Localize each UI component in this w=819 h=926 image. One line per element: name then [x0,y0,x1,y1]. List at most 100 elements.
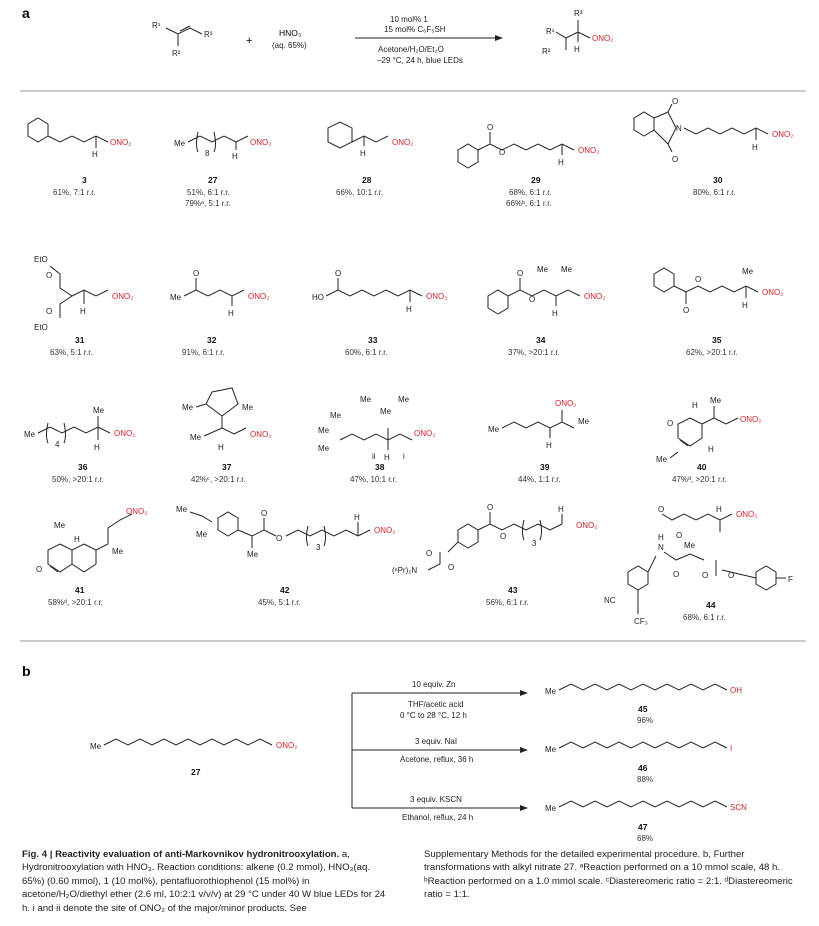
svg-text:HO: HO [312,293,324,302]
compound-yield: 44%, 1:1 r.r. [518,475,561,484]
svg-text:ONO₂: ONO₂ [126,507,147,516]
compound-id: 30 [713,175,723,185]
svg-text:EtO: EtO [34,255,48,264]
compound-id: 44 [706,600,716,610]
svg-text:NC: NC [604,596,616,605]
compound-43-structure: (ⁿPr)₂N O O O O 3 H ONO₂ [392,503,597,575]
svg-text:O: O [426,549,432,558]
compound-30-structure: O O N H ONO₂ [633,97,793,164]
svg-text:O: O [672,97,678,106]
svg-text:H: H [94,443,100,452]
compound-yield: 61%, 7:1 r.r. [53,188,96,197]
svg-text:Me: Me [182,403,194,412]
product-45-yield: 96% [637,716,653,725]
compound-id: 41 [75,585,85,595]
compound-yield: 60%, 6:1 r.r. [345,348,388,357]
svg-text:O: O [673,570,679,579]
product-46: Me I [545,741,732,754]
svg-text:Me: Me [398,395,410,404]
compound-id: 37 [222,462,232,472]
svg-text:Me: Me [330,411,342,420]
compound-yield: 58%ᵈ, >20:1 r.r. [48,598,103,607]
svg-text:F: F [788,575,793,584]
svg-text:H: H [658,533,664,542]
svg-text:H: H [558,505,564,514]
svg-text:ONO₂: ONO₂ [248,292,269,301]
reaction-2-reagent: 3 equiv. NaI [415,737,457,746]
compound-yield: 47%, 10:1 r.r. [350,475,397,484]
svg-text:ONO₂: ONO₂ [578,146,599,155]
svg-text:ONO₂: ONO₂ [392,138,413,147]
svg-text:O: O [529,295,535,304]
compound-id: 28 [362,175,372,185]
compound-id: 40 [697,462,707,472]
svg-text:H: H [708,445,714,454]
svg-text:Me: Me [242,403,254,412]
compound-yield: 51%, 6:1 r.r. [187,188,230,197]
scheme-cond-1: 10 mol% 1 [390,15,428,24]
svg-text:H: H [406,305,412,314]
compound-38-structure: Me Me Me Me Me Me H ii i ONO₂ [318,395,435,462]
svg-text:ONO₂: ONO₂ [762,288,783,297]
svg-text:Me: Me [545,745,557,754]
svg-text:O: O [672,155,678,164]
svg-text:ONO₂: ONO₂ [250,138,271,147]
svg-text:R³: R³ [574,9,583,18]
compound-yield-alt: 79%ᵃ, 5:1 r.r. [185,199,231,208]
svg-text:H: H [80,307,86,316]
svg-text:Me: Me [54,521,66,530]
svg-text:O: O [728,571,734,580]
svg-text:ONO₂: ONO₂ [740,415,761,424]
svg-text:ONO₂: ONO₂ [555,399,576,408]
compound-id: 35 [712,335,722,345]
svg-text:Me: Me [318,426,330,435]
svg-text:Me: Me [537,265,549,274]
svg-text:Me: Me [24,430,36,439]
svg-text:Me: Me [545,804,557,813]
compound-yield: 45%, 5:1 r.r. [258,598,301,607]
svg-text:I: I [730,744,732,753]
scheme-cond-2: 15 mol% C₆F₅SH [384,25,446,34]
svg-text:ONO₂: ONO₂ [736,510,757,519]
compound-yield: 47%ᵈ, >20:1 r.r. [672,475,727,484]
product-47-yield: 68% [637,834,653,843]
reaction-1-reagent: 10 equiv. Zn [412,680,455,689]
compound-44-structure: O H ONO₂ O N H Me O NC CF₃ O O F [604,505,793,626]
scheme-alkene: R¹ R³ R² [152,21,213,58]
compound-id: 27 [208,175,218,185]
compound-id: 29 [531,175,541,185]
compound-37-structure: Me Me Me H ONO₂ [182,387,271,452]
compound-yield: 68%, 6:1 r.r. [509,188,552,197]
svg-text:OH: OH [730,686,742,695]
svg-text:ONO₂: ONO₂ [772,130,793,139]
svg-text:O: O [46,307,52,316]
compound-id: 38 [375,462,385,472]
product-46-id: 46 [638,763,648,773]
figure-caption-right: Supplementary Methods for the detailed e… [424,848,804,902]
svg-text:SCN: SCN [730,803,747,812]
compound-31-structure: EtO O O EtO H ONO₂ [34,255,133,332]
compound-35-structure: O O Me H ONO₂ [653,267,783,315]
svg-text:H: H [752,143,758,152]
svg-text:O: O [499,148,505,157]
svg-text:ONO₂: ONO₂ [110,138,131,147]
compound-40-structure: O Me Me H H ONO₂ [656,396,761,464]
svg-text:N: N [676,124,682,133]
compound-yield: 42%ᶜ, >20:1 r.r. [191,475,246,484]
svg-text:H: H [384,453,390,462]
svg-text:Me: Me [545,687,557,696]
svg-text:Me: Me [174,139,186,148]
svg-text:O: O [36,565,42,574]
compound-yield: 91%, 6:1 r.r. [182,348,225,357]
panel-b-label: b [22,663,31,679]
compound-id: 31 [75,335,85,345]
svg-text:Me: Me [112,547,124,556]
caption-right-text: Supplementary Methods for the detailed e… [424,849,793,901]
compound-yield: 37%, >20:1 r.r. [508,348,560,357]
compound-id: 34 [536,335,546,345]
svg-text:Me: Me [742,267,754,276]
svg-text:O: O [517,269,523,278]
svg-text:H: H [546,441,552,450]
svg-text:O: O [683,306,689,315]
svg-text:3: 3 [532,539,537,548]
